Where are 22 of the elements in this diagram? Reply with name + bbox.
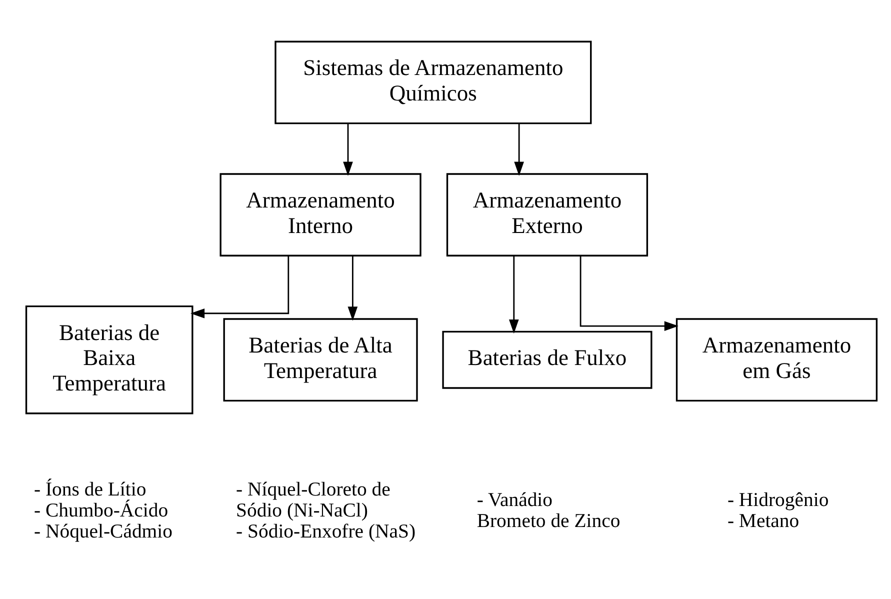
arrow	[514, 123, 524, 176]
node-label: - Metano	[727, 509, 800, 532]
node-box: Armazenamento em Gás	[676, 318, 878, 402]
node-box: Sistemas de Armazenamento Químicos	[274, 40, 592, 124]
node-label: Brometo de Zinco	[476, 509, 620, 532]
arrow	[580, 256, 678, 330]
node-label: - Níquel-Cloreto de Sódio (Ni-NaCl)	[236, 478, 390, 521]
node-box: Baterias de Fulxo	[442, 330, 652, 388]
node-box: Baterias de Alta Temperatura	[223, 318, 418, 402]
arrow	[190, 256, 290, 318]
node-label: - Íons de Lítio	[34, 478, 146, 500]
arrow	[343, 123, 353, 176]
arrow	[508, 255, 519, 334]
node-box: Armazenamento Externo	[446, 172, 648, 256]
node-label: - Vanádio	[476, 488, 553, 510]
arrow	[348, 255, 358, 320]
node-label: - Hidrogênio	[727, 488, 829, 510]
node-box: Armazenamento Interno	[220, 172, 422, 256]
node-label: - Nóquel-Cádmio	[34, 520, 172, 542]
node-label: - Chumbo-Ácido	[34, 498, 168, 521]
node-label: - Sódio-Enxofre (NaS)	[236, 520, 416, 542]
node-box: Baterias de Baixa Temperatura	[25, 304, 194, 414]
